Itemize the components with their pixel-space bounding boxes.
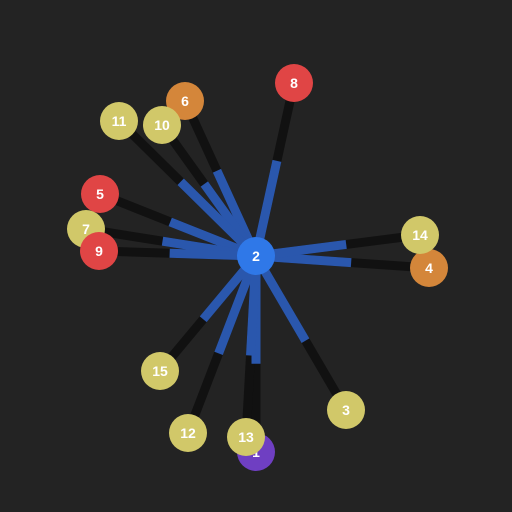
node-circle-6[interactable]	[166, 82, 204, 120]
node-12[interactable]: 12	[169, 414, 207, 452]
node-circle-15[interactable]	[141, 352, 179, 390]
node-15[interactable]: 15	[141, 352, 179, 390]
node-circle-10[interactable]	[143, 106, 181, 144]
node-circle-9[interactable]	[80, 232, 118, 270]
node-circle-8[interactable]	[275, 64, 313, 102]
node-10[interactable]: 10	[143, 106, 181, 144]
node-circle-3[interactable]	[327, 391, 365, 429]
node-circle-4[interactable]	[410, 249, 448, 287]
node-13[interactable]: 13	[227, 418, 265, 456]
node-2[interactable]: 2	[237, 237, 275, 275]
node-14[interactable]: 14	[401, 216, 439, 254]
node-5[interactable]: 5	[81, 175, 119, 213]
node-4[interactable]: 4	[410, 249, 448, 287]
node-circle-11[interactable]	[100, 102, 138, 140]
node-circle-13[interactable]	[227, 418, 265, 456]
node-circle-12[interactable]	[169, 414, 207, 452]
edges-layer	[85, 82, 430, 452]
node-circle-2[interactable]	[237, 237, 275, 275]
node-circle-5[interactable]	[81, 175, 119, 213]
node-circle-14[interactable]	[401, 216, 439, 254]
node-3[interactable]: 3	[327, 391, 365, 429]
node-11[interactable]: 11	[100, 102, 138, 140]
node-9[interactable]: 9	[80, 232, 118, 270]
node-8[interactable]: 8	[275, 64, 313, 102]
